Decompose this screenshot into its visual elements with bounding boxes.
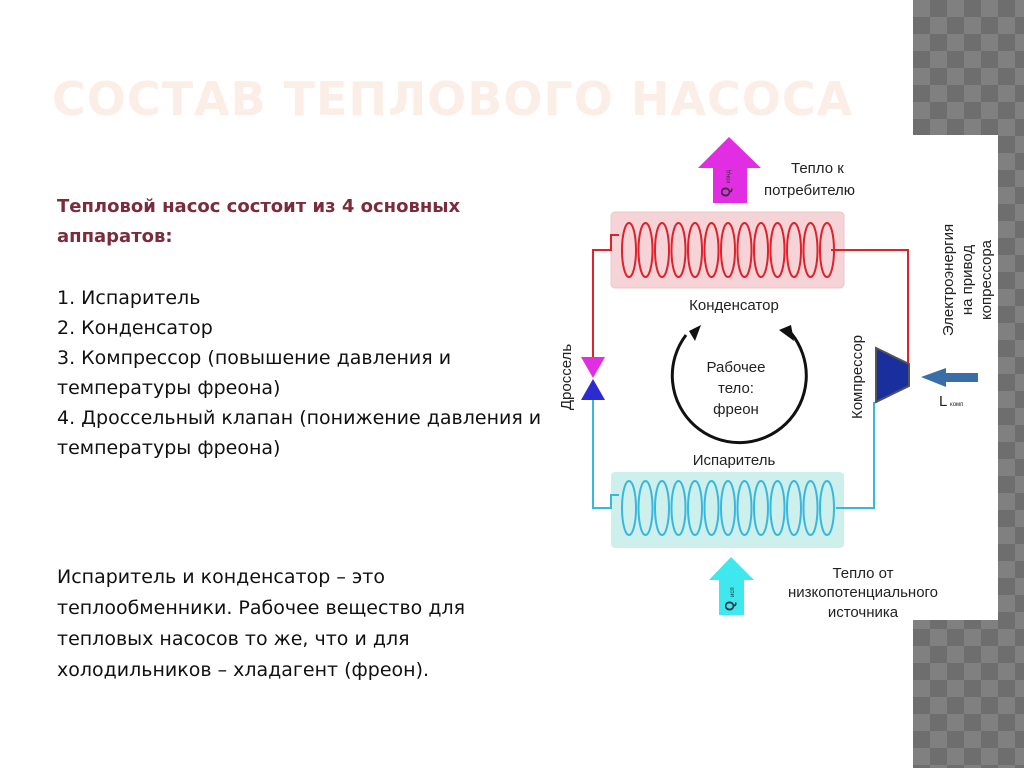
cycle-circle	[670, 332, 808, 445]
list-item: 4. Дроссельный клапан (понижение давлени…	[57, 407, 542, 459]
working-body-line: фреон	[713, 401, 759, 418]
l-subscript: комп	[950, 402, 963, 408]
coil-loop	[736, 480, 753, 536]
condenser-coil	[621, 222, 835, 278]
heat-out-arrow	[698, 137, 761, 203]
coil-loop	[720, 480, 736, 536]
l-label: L	[939, 393, 947, 410]
coil-loop	[769, 480, 786, 536]
coil-loop	[621, 480, 637, 536]
coil-loop	[786, 480, 802, 536]
coil-loop	[654, 480, 670, 536]
coil-loop	[753, 222, 769, 278]
coil-loop	[687, 222, 703, 278]
heat-in-label: Тепло от	[832, 565, 893, 582]
coil-loop	[637, 222, 654, 278]
coil-loop	[637, 480, 654, 536]
heat-in-arrow	[709, 557, 754, 615]
intro-text: Тепловой насос состоит из 4 основных апп…	[57, 196, 461, 247]
evaporator-coil	[621, 480, 835, 536]
coil-loop	[621, 222, 637, 278]
hot-pipe	[831, 249, 909, 365]
cold-pipe	[836, 402, 875, 509]
electricity-label: копрессора	[978, 239, 995, 320]
list-item: 2. Конденсатор	[57, 317, 213, 339]
electricity-label: Электроэнергия	[940, 224, 957, 336]
evaporator-label: Испаритель	[693, 452, 776, 469]
list-item: 1. Испаритель	[57, 287, 201, 309]
throttle-label: Дроссель	[558, 344, 575, 410]
electricity-label: на привод	[959, 245, 976, 315]
cold-pipe	[592, 397, 619, 509]
q-out-label: Q	[718, 187, 733, 197]
working-body-line: Рабочее	[707, 359, 766, 376]
evaporator-box	[611, 472, 844, 548]
coil-loop	[703, 480, 720, 536]
coil-loop	[802, 222, 819, 278]
coil-loop	[769, 222, 786, 278]
compressor-icon	[875, 346, 910, 404]
heat-out-label: Тепло к	[791, 160, 844, 177]
coil-loop	[687, 480, 703, 536]
coil-loop	[703, 222, 720, 278]
coil-loop	[786, 222, 802, 278]
heat-in-label: низкопотенциального	[788, 584, 938, 601]
coil-loop	[802, 480, 819, 536]
coil-loop	[654, 222, 670, 278]
coil-loop	[753, 480, 769, 536]
heat-pump-diagram: Q конд Q исп Конденсатор Испаритель Рабо…	[551, 135, 998, 621]
q-in-label: Q	[722, 601, 737, 611]
coil-loop	[670, 222, 687, 278]
q-in-subscript: исп	[730, 587, 736, 597]
working-body-line: тело:	[718, 380, 754, 397]
q-out-subscript: конд	[726, 170, 732, 183]
coil-loop	[720, 222, 736, 278]
coil-loop	[819, 480, 835, 536]
components-list: 1. Испаритель 2. Конденсатор 3. Компресс…	[57, 283, 547, 463]
throttle-valve-bottom	[581, 379, 605, 400]
heat-out-label: потребителю	[764, 182, 855, 199]
cycle-arrowhead-icon	[779, 325, 794, 341]
cycle-arrowhead-icon	[689, 325, 701, 341]
compressor-label: Компрессор	[849, 335, 866, 419]
slide-title: СОСТАВ ТЕПЛОВОГО НАСОСА	[52, 72, 854, 126]
electricity-arrow	[921, 368, 978, 387]
coil-loop	[670, 480, 687, 536]
coil-loop	[736, 222, 753, 278]
hot-pipe	[592, 234, 619, 357]
condenser-label: Конденсатор	[689, 297, 779, 314]
list-item: 3. Компрессор (повышение давления и темп…	[57, 347, 452, 399]
explanation-paragraph: Испаритель и конденсатор – это теплообме…	[57, 566, 466, 681]
heat-in-label: источника	[828, 604, 899, 620]
throttle-valve-top	[581, 357, 605, 378]
